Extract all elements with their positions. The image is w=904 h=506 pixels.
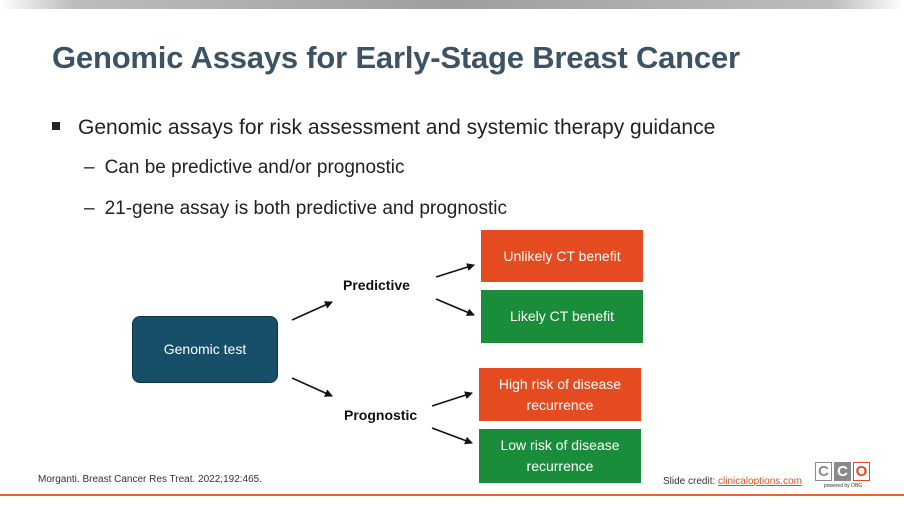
bullet-sub-1-text: Can be predictive and/or prognostic bbox=[104, 157, 405, 178]
arrow-predictive-to-unlikely bbox=[435, 263, 475, 278]
slide-credit: Slide credit: clinicaloptions.com bbox=[663, 476, 802, 487]
likely-ct-benefit-label: Likely CT benefit bbox=[509, 308, 614, 324]
genomic-test-label: Genomic test bbox=[163, 341, 247, 357]
slide-title: Genomic Assays for Early-Stage Breast Ca… bbox=[52, 40, 740, 75]
bullet-sub-2-text: 21-gene assay is both predictive and pro… bbox=[104, 198, 507, 219]
logo-letter-c1: C bbox=[815, 462, 832, 481]
bullet-main-text: Genomic assays for risk assessment and s… bbox=[78, 116, 716, 139]
cco-logo: C C O powered by OBG bbox=[815, 462, 871, 494]
clinicaloptions-link[interactable]: clinicaloptions.com bbox=[718, 476, 802, 487]
logo-letter-c2: C bbox=[834, 462, 851, 481]
unlikely-ct-benefit-label: Unlikely CT benefit bbox=[503, 247, 621, 264]
arrow-root-to-predictive bbox=[291, 301, 333, 321]
square-bullet-icon bbox=[52, 122, 60, 130]
logo-tagline: powered by OBG bbox=[823, 483, 863, 489]
top-gradient-bar bbox=[0, 0, 904, 9]
logo-letter-o: O bbox=[853, 462, 870, 481]
likely-ct-benefit-box: Likely CT benefit bbox=[481, 290, 643, 343]
bullet-sub-2: –21-gene assay is both predictive and pr… bbox=[84, 198, 507, 220]
dash-bullet-icon: – bbox=[84, 157, 95, 178]
low-risk-label: Low risk of disease recurrence bbox=[500, 437, 620, 474]
high-risk-label: High risk of disease recurrence bbox=[498, 375, 622, 413]
bullet-sub-1: –Can be predictive and/or prognostic bbox=[84, 157, 405, 179]
slide-credit-label: Slide credit: bbox=[663, 476, 716, 487]
arrow-prognostic-to-high bbox=[431, 391, 473, 407]
arrow-predictive-to-likely bbox=[435, 298, 475, 316]
predictive-label: Predictive bbox=[343, 277, 410, 293]
citation: Morganti. Breast Cancer Res Treat. 2022;… bbox=[38, 474, 263, 485]
low-risk-box: Low risk of disease recurrence bbox=[479, 429, 641, 483]
high-risk-box: High risk of disease recurrence bbox=[479, 368, 641, 421]
genomic-test-box: Genomic test bbox=[132, 316, 278, 383]
unlikely-ct-benefit-box: Unlikely CT benefit bbox=[481, 230, 643, 282]
arrow-prognostic-to-low bbox=[431, 427, 473, 445]
bullet-main: Genomic assays for risk assessment and s… bbox=[52, 116, 715, 140]
arrow-root-to-prognostic bbox=[291, 377, 333, 397]
dash-bullet-icon: – bbox=[84, 198, 95, 219]
bottom-orange-line bbox=[0, 494, 904, 496]
prognostic-label: Prognostic bbox=[344, 407, 418, 423]
